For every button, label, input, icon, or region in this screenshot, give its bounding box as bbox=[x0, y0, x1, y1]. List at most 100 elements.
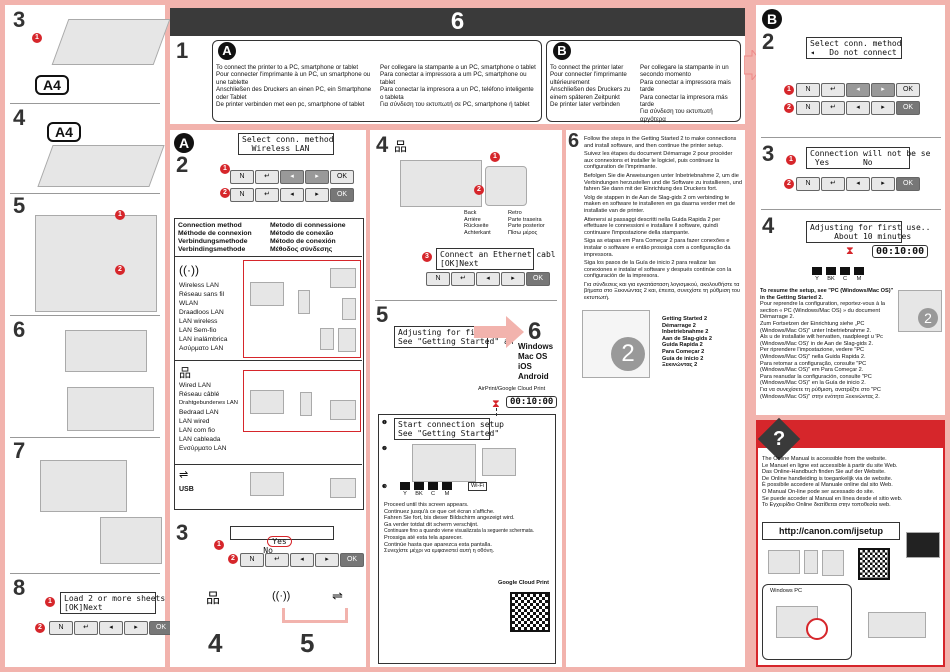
branch-line bbox=[282, 608, 348, 623]
hourglass-icon: ⧗ bbox=[492, 398, 500, 410]
key-ok[interactable]: OK bbox=[526, 272, 550, 286]
wireless-label: WLAN bbox=[179, 300, 199, 307]
wifi-icon: ((·)) bbox=[179, 263, 199, 277]
key-left[interactable]: ◂ bbox=[846, 101, 870, 115]
b-line: Για σύνδεση του εκτυπωτή αργότερα bbox=[640, 108, 713, 123]
proceed-line: Continuare fino a quando viene visualizz… bbox=[384, 528, 535, 535]
b-line: Per collegare la stampante in un secondo… bbox=[640, 64, 729, 79]
option-a-text-right: Per collegare la stampante a un PC, smar… bbox=[380, 64, 538, 108]
os-label: iOS bbox=[518, 362, 532, 371]
booklet-titles: Getting Started 2 Démarrage 2 Inbetriebn… bbox=[662, 316, 712, 369]
key-ok[interactable]: OK bbox=[896, 177, 920, 191]
ink-m bbox=[854, 267, 864, 275]
key-menu[interactable]: N bbox=[230, 188, 254, 202]
key-right[interactable]: ▸ bbox=[305, 188, 329, 202]
wired-label: LAN cableada bbox=[179, 436, 221, 443]
proceed-line: Continúe hasta que aparezca esta pantall… bbox=[384, 541, 492, 548]
back-labels-left: Back Arrière Rückseite Achterkant bbox=[464, 210, 491, 236]
key-right[interactable]: ▸ bbox=[871, 177, 895, 191]
callout-1: 1 bbox=[45, 597, 55, 607]
key-menu[interactable]: N bbox=[49, 621, 73, 635]
lcd-yes-no: Yes No bbox=[230, 526, 334, 555]
divider bbox=[10, 193, 160, 194]
back-label: Retro bbox=[508, 210, 522, 216]
key-back[interactable]: ↵ bbox=[821, 83, 845, 97]
divider bbox=[761, 209, 941, 210]
ink-labels: Y BK C M bbox=[812, 276, 864, 283]
key-menu[interactable]: N bbox=[796, 101, 820, 115]
key-ok[interactable]: OK bbox=[330, 170, 354, 184]
option-b-box bbox=[546, 40, 741, 122]
bullet-1: ❶ bbox=[382, 420, 388, 426]
key-left[interactable]: ◂ bbox=[846, 177, 870, 191]
key-left[interactable]: ◂ bbox=[846, 83, 870, 97]
goto-step-4: 4 bbox=[208, 628, 223, 658]
step-5-number: 5 bbox=[13, 193, 26, 218]
ink-label: Y bbox=[815, 276, 819, 282]
qr-code[interactable] bbox=[858, 548, 890, 580]
key-right[interactable]: ▸ bbox=[305, 170, 329, 184]
a-line: To connect the printer to a PC, smartpho… bbox=[216, 64, 359, 71]
booklet-title: Aan de Slag-gids 2 bbox=[662, 335, 713, 342]
key-right[interactable]: ▸ bbox=[124, 621, 148, 635]
wireless-label: Wireless LAN bbox=[179, 282, 219, 289]
wireless-label: Ασύρματο LAN bbox=[179, 345, 224, 352]
qr-code[interactable] bbox=[510, 592, 550, 632]
key-left[interactable]: ◂ bbox=[99, 621, 123, 635]
key-menu[interactable]: N bbox=[240, 553, 264, 567]
ink-label: Y bbox=[403, 491, 407, 497]
tray-extension-illustration bbox=[40, 460, 127, 512]
key-back[interactable]: ↵ bbox=[74, 621, 98, 635]
key-left[interactable]: ◂ bbox=[280, 188, 304, 202]
key-back[interactable]: ↵ bbox=[255, 188, 279, 202]
wired-lan-icon: 品 bbox=[206, 590, 220, 606]
key-back[interactable]: ↵ bbox=[821, 177, 845, 191]
ink-label: BK bbox=[415, 491, 423, 497]
key-back[interactable]: ↵ bbox=[265, 553, 289, 567]
key-menu[interactable]: N bbox=[426, 272, 450, 286]
proceed-text: Proceed until this screen appears. Conti… bbox=[384, 502, 554, 555]
key-menu[interactable]: N bbox=[796, 177, 820, 191]
header-line: Connection method bbox=[178, 222, 242, 229]
key-right[interactable]: ▸ bbox=[871, 83, 895, 97]
key-left[interactable]: ◂ bbox=[476, 272, 500, 286]
key-right[interactable]: ▸ bbox=[501, 272, 525, 286]
key-ok[interactable]: OK bbox=[340, 553, 364, 567]
url-text[interactable]: http://canon.com/ijsetup bbox=[778, 526, 883, 536]
resume-line: To resume the setup, see "PC (Windows/Ma… bbox=[760, 288, 894, 301]
key-ok[interactable]: OK bbox=[330, 188, 354, 202]
key-menu[interactable]: N bbox=[230, 170, 254, 184]
key-right[interactable]: ▸ bbox=[871, 101, 895, 115]
key-back[interactable]: ↵ bbox=[451, 272, 475, 286]
left-steps-panel: 3 1 A4 4 A4 5 1 2 6 7 8 1 Load 2 or more… bbox=[5, 5, 180, 667]
option-b-text-right: Per collegare la stampante in un secondo… bbox=[640, 64, 736, 123]
key-ok[interactable]: OK bbox=[896, 83, 920, 97]
key-back[interactable]: ↵ bbox=[255, 170, 279, 184]
callout-1: 1 bbox=[220, 164, 230, 174]
lcd-adjusting: Adjusting for first use.. About 10 minut… bbox=[806, 221, 930, 243]
yes-option[interactable]: Yes bbox=[267, 536, 292, 547]
step-4-number: 4 bbox=[762, 213, 775, 238]
key-back[interactable]: ↵ bbox=[821, 101, 845, 115]
output-tray-illustration bbox=[65, 330, 147, 372]
control-keys: N ↵ ◂ ▸ OK bbox=[796, 177, 920, 191]
callout-2: 2 bbox=[228, 554, 238, 564]
key-left[interactable]: ◂ bbox=[280, 170, 304, 184]
section-b-panel: B 2 Select conn. method ◂ Do not connect… bbox=[756, 5, 945, 415]
no-option[interactable]: No bbox=[263, 546, 273, 555]
option-a-text-left: To connect the printer to a PC, smartpho… bbox=[216, 64, 376, 108]
printer-icon bbox=[250, 390, 284, 414]
b-line: To connect the printer later bbox=[550, 64, 624, 71]
key-left[interactable]: ◂ bbox=[290, 553, 314, 567]
timer-display: 00:10:00 bbox=[506, 396, 558, 408]
header-line: Verbindingsmethode bbox=[178, 246, 246, 253]
header-line: Método de conexión bbox=[270, 238, 336, 245]
os-label: Android bbox=[518, 372, 549, 381]
tablet-icon bbox=[338, 328, 356, 352]
b-line: Anschließen des Druckers zu einem später… bbox=[550, 86, 631, 101]
lcd-start-connection: Start connection setup See "Getting Star… bbox=[394, 418, 504, 440]
key-menu[interactable]: N bbox=[796, 83, 820, 97]
url-box[interactable]: http://canon.com/ijsetup bbox=[762, 522, 900, 540]
key-ok[interactable]: OK bbox=[896, 101, 920, 115]
key-right[interactable]: ▸ bbox=[315, 553, 339, 567]
